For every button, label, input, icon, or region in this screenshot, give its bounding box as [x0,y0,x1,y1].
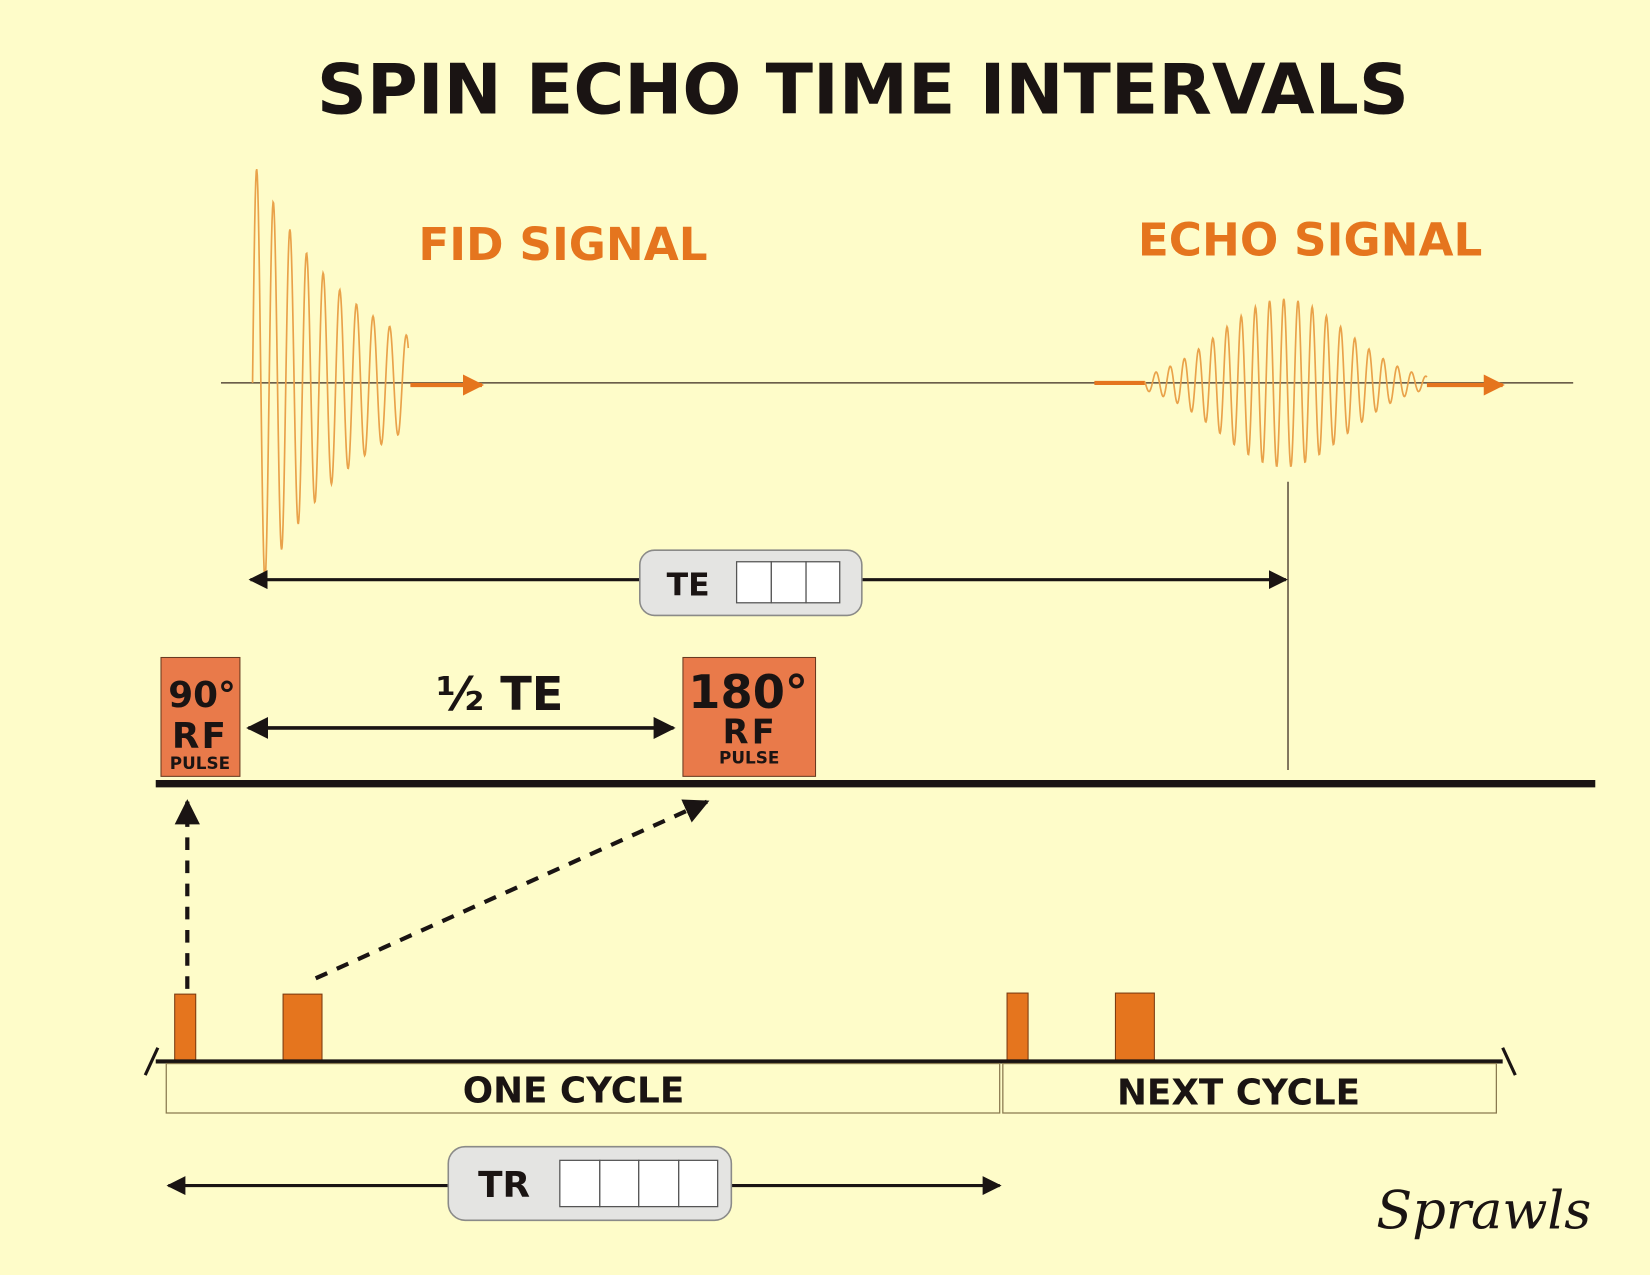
te-value-cells[interactable] [735,561,841,604]
one-cycle-segment: ONE CYCLE [165,1062,1001,1114]
te-label: TE [667,567,710,603]
signature: Sprawls [1376,1181,1591,1242]
timeline-end-tick [1501,1047,1517,1076]
te-box: TE [639,549,863,617]
echo-waveform [1144,298,1428,468]
pulse-90-pulse: PULSE [170,753,230,773]
tr-box: TR [447,1145,733,1222]
page-title: SPIN ECHO TIME INTERVALS [317,51,1409,131]
pulse-180-rf: RF [723,713,778,752]
next-cycle-segment: NEXT CYCLE [1002,1062,1497,1114]
pulse-90-angle: 90° [168,675,236,716]
pulse-180-angle: 180° [688,665,808,719]
tr-value-cells[interactable] [559,1159,719,1208]
tr-label: TR [478,1165,530,1206]
cycle2-pulse-180 [1114,992,1155,1061]
cycle2-pulse-90 [1006,992,1029,1061]
timeline-start-tick [143,1047,160,1076]
pulse-90-rf: RF [172,716,228,757]
pulse-90-box: 90° RF PULSE [160,656,241,777]
fid-waveform [251,168,410,582]
cycle1-pulse-90 [174,993,197,1061]
pulse-180-pulse: PULSE [719,748,779,768]
fid-signal-label: FID SIGNAL [418,218,707,271]
cycle1-pulse-180 [282,993,323,1061]
next-cycle-label: NEXT CYCLE [1117,1073,1360,1114]
echo-signal-label: ECHO SIGNAL [1138,214,1482,267]
pulse-180-box: 180° RF PULSE [682,656,817,777]
callout-180-dotted-arrow [314,799,710,981]
half-te-label: ½ TE [436,667,563,721]
one-cycle-label: ONE CYCLE [463,1070,685,1111]
